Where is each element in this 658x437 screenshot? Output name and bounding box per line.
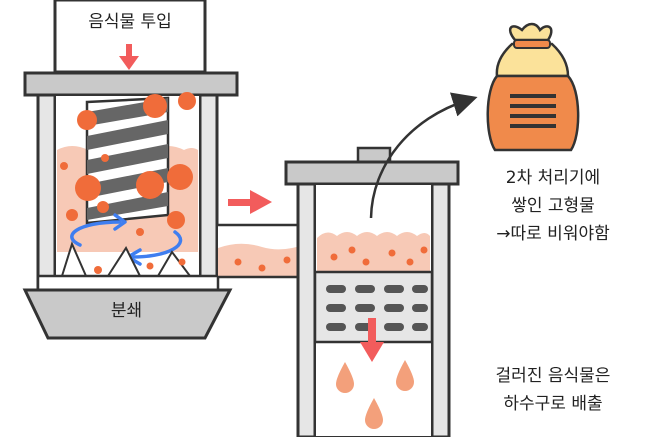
disposal-arrow xyxy=(369,92,478,219)
secondary-processor xyxy=(284,146,460,437)
input-arrow xyxy=(119,44,139,70)
food-particles xyxy=(60,92,196,236)
label-secondary-line-3: →따로 비워야함 xyxy=(496,224,610,244)
label-drain-line-2: 하수구로 배출 xyxy=(503,394,603,414)
label-secondary-solids: 2차 처리기에 쌓인 고형물 →따로 비워야함 xyxy=(458,164,648,248)
label-secondary-line-2: 쌓인 고형물 xyxy=(511,196,595,216)
grinding-blades xyxy=(60,241,192,277)
transfer-pipe xyxy=(218,223,306,279)
label-grind: 분쇄 xyxy=(110,301,143,321)
waste-bag xyxy=(486,22,580,152)
drain-arrow xyxy=(360,318,384,362)
collected-solids xyxy=(317,232,430,272)
filter-mesh xyxy=(313,270,434,344)
label-secondary-line-1: 2차 처리기에 xyxy=(505,168,601,188)
label-food-input: 음식물 투입 xyxy=(88,12,172,32)
drain-droplets xyxy=(336,360,414,429)
bag-label-lines xyxy=(510,94,556,128)
transfer-arrow xyxy=(228,190,272,214)
label-drain-output: 걸러진 음식물은 하수구로 배출 xyxy=(458,362,648,418)
grinder-unit xyxy=(22,71,239,340)
label-drain-line-1: 걸러진 음식물은 xyxy=(495,366,611,386)
